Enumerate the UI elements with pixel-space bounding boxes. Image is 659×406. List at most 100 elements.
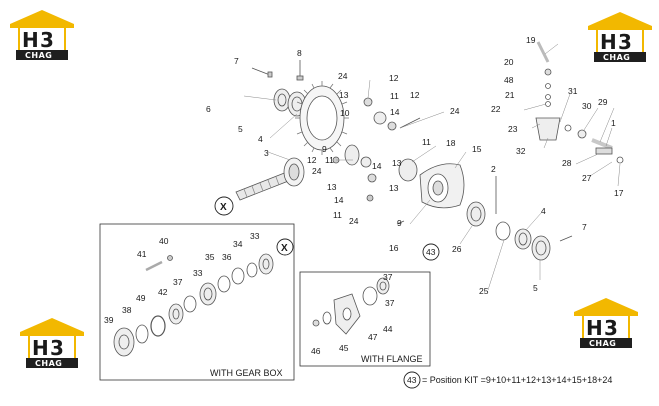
main-assembly-drawing [235, 41, 624, 291]
callout-49: 49 [136, 293, 146, 303]
callout-34: 34 [233, 239, 243, 249]
callout-24d: 24 [349, 216, 359, 226]
logo-digit: 3 [618, 30, 632, 54]
callout-31: 31 [568, 86, 578, 96]
callout-18: 18 [446, 138, 456, 148]
callout-6: 6 [206, 104, 211, 114]
callout-29: 29 [598, 97, 608, 107]
callout-11c: 11 [325, 155, 334, 165]
callout-2: 2 [491, 164, 496, 174]
logo-letter: H [600, 30, 617, 54]
callout-35: 35 [205, 252, 215, 262]
callout-41: 41 [137, 249, 147, 259]
callout-12: 12 [389, 73, 399, 83]
legend-number: 43 [407, 375, 417, 385]
callout-12b: 12 [410, 90, 420, 100]
svg-text:X: X [220, 202, 227, 213]
callout-13: 13 [339, 90, 349, 100]
callout-33: 33 [250, 231, 260, 241]
callout-45: 45 [339, 343, 349, 353]
flange-panel: WITH FLANGE 37 37 44 47 45 46 [299, 271, 431, 367]
callout-25: 25 [479, 286, 489, 296]
logo-word: CHAG [589, 339, 616, 348]
callout-42: 42 [158, 287, 168, 297]
logo-top-left: H 3 CHAG [10, 10, 74, 60]
callout-30: 30 [582, 101, 592, 111]
logo-letter: H [32, 336, 49, 360]
callout-15: 15 [472, 144, 482, 154]
callout-9b: 9 [397, 218, 402, 228]
logo-letter: H [22, 28, 39, 52]
callout-37c: 37 [385, 298, 395, 308]
callout-44: 44 [383, 324, 393, 334]
callout-43-circled: 43 [422, 243, 440, 261]
callout-32: 32 [516, 146, 526, 156]
logo-word: CHAG [35, 359, 62, 368]
callout-24b: 24 [450, 106, 460, 116]
callout-14b: 14 [372, 161, 382, 171]
callout-24: 24 [338, 71, 348, 81]
callout-24c: 24 [312, 166, 322, 176]
logo-word: CHAG [603, 53, 630, 62]
svg-text:X: X [281, 243, 288, 254]
callout-10: 10 [340, 108, 350, 118]
logo-top-right: H 3 CHAG [588, 12, 652, 62]
callout-16: 16 [389, 243, 399, 253]
callout-7b: 7 [582, 222, 587, 232]
callout-33b: 33 [193, 268, 203, 278]
callout-40: 40 [159, 236, 169, 246]
callout-39: 39 [104, 315, 114, 325]
callout-17: 17 [614, 188, 624, 198]
callout-36: 36 [222, 252, 232, 262]
callout-23: 23 [508, 124, 518, 134]
logo-bottom-right: H 3 CHAG [574, 298, 638, 348]
callout-27: 27 [582, 173, 592, 183]
callout-47: 47 [368, 332, 378, 342]
logo-digit: 3 [50, 336, 64, 360]
callout-26: 26 [452, 244, 462, 254]
logo-bottom-left: H 3 CHAG [20, 318, 84, 368]
callout-12c: 12 [307, 155, 317, 165]
callout-7: 7 [234, 56, 239, 66]
svg-text:43: 43 [426, 247, 436, 257]
callout-38: 38 [122, 305, 132, 315]
callout-48: 48 [504, 75, 514, 85]
logo-letter: H [586, 316, 603, 340]
legend-text: = Position KIT =9+10+11+12+13+14+15+18+2… [422, 375, 612, 385]
callout-3: 3 [264, 148, 269, 158]
callout-4b: 4 [541, 206, 546, 216]
callout-9: 9 [322, 144, 327, 154]
logo-digit: 3 [40, 28, 54, 52]
main-callout-labels: 7 8 6 5 4 3 10 24 12 13 11 14 12 24 11 9… [206, 35, 624, 296]
flange-title: WITH FLANGE [361, 354, 423, 364]
gear-box-title: WITH GEAR BOX [210, 368, 283, 378]
callout-20: 20 [504, 57, 514, 67]
callout-5b: 5 [533, 283, 538, 293]
callout-11b: 11 [422, 137, 431, 147]
callout-5: 5 [238, 124, 243, 134]
view-marker-x-gearbox: X [276, 238, 294, 256]
callout-4: 4 [258, 134, 263, 144]
callout-13d: 13 [389, 183, 399, 193]
callout-14c: 14 [334, 195, 344, 205]
callout-37: 37 [173, 277, 183, 287]
logo-word: CHAG [25, 51, 52, 60]
callout-11: 11 [390, 91, 399, 101]
view-marker-x-main: X [214, 196, 234, 216]
callout-21: 21 [505, 90, 515, 100]
callout-13b: 13 [392, 158, 402, 168]
callout-8: 8 [297, 48, 302, 58]
callout-22: 22 [491, 104, 501, 114]
callout-14: 14 [390, 107, 400, 117]
callout-46: 46 [311, 346, 321, 356]
position-kit-legend: 43 = Position KIT =9+10+11+12+13+14+15+1… [403, 371, 612, 389]
callout-28: 28 [562, 158, 572, 168]
callout-19: 19 [526, 35, 536, 45]
logo-digit: 3 [604, 316, 618, 340]
callout-37b: 37 [383, 272, 393, 282]
callout-13c: 13 [327, 182, 337, 192]
callout-11d: 11 [333, 210, 342, 220]
callout-1: 1 [611, 118, 616, 128]
gear-box-panel: WITH GEAR BOX 41 40 35 36 34 33 33 37 42… [99, 223, 295, 381]
